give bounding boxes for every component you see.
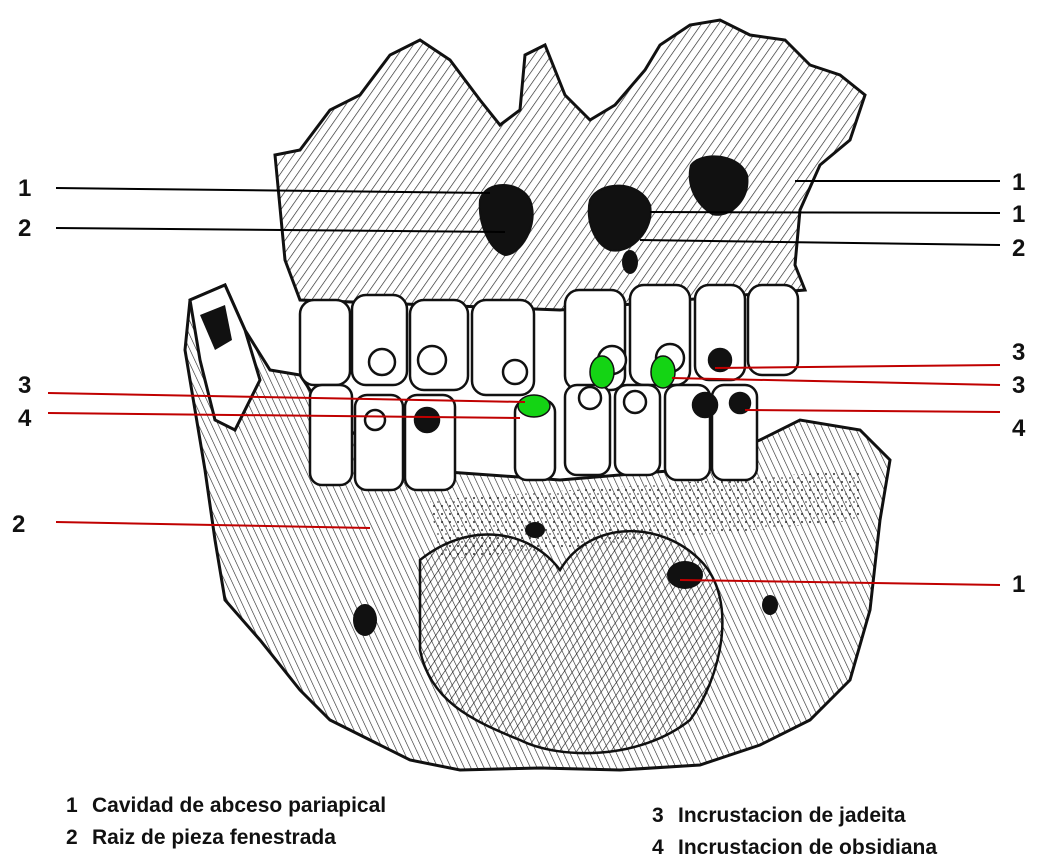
legend-right: 3 Incrustacion de jadeita 4 Incrustacion… xyxy=(652,800,937,864)
legend-text: Cavidad de abceso pariapical xyxy=(92,790,386,822)
jade-inlay xyxy=(590,356,614,388)
legend-number: 3 xyxy=(652,800,664,832)
leader-line xyxy=(745,410,1000,412)
leader-line xyxy=(650,212,1000,213)
legend-item: 4 Incrustacion de obsidiana xyxy=(652,832,937,864)
legend-item: 1 Cavidad de abceso pariapical xyxy=(66,790,386,822)
callout-label: 1 xyxy=(1012,169,1025,196)
callout-label: 3 xyxy=(1012,339,1025,366)
callout-label: 2 xyxy=(12,511,25,538)
callout-label: 3 xyxy=(18,372,31,399)
legend-text: Incrustacion de jadeita xyxy=(678,800,906,832)
legend-left: 1 Cavidad de abceso pariapical 2 Raiz de… xyxy=(66,790,386,854)
jade-inlay xyxy=(518,395,550,417)
legend-text: Incrustacion de obsidiana xyxy=(678,832,937,864)
callout-label: 4 xyxy=(18,405,32,432)
leader-line xyxy=(672,378,1000,385)
callout-label: 1 xyxy=(1012,201,1025,228)
callout-label: 2 xyxy=(18,215,31,242)
legend-item: 2 Raiz de pieza fenestrada xyxy=(66,822,386,854)
jade-inlay xyxy=(651,356,675,388)
legend-number: 1 xyxy=(66,790,78,822)
legend-text: Raiz de pieza fenestrada xyxy=(92,822,336,854)
legend-item: 3 Incrustacion de jadeita xyxy=(652,800,937,832)
legend-number: 4 xyxy=(652,832,664,864)
callout-label: 4 xyxy=(1012,415,1026,442)
callout-label: 1 xyxy=(1012,571,1025,598)
callout-label: 2 xyxy=(1012,235,1025,262)
callout-label: 3 xyxy=(1012,372,1025,399)
callout-label: 1 xyxy=(18,175,31,202)
legend-number: 2 xyxy=(66,822,78,854)
maxilla xyxy=(275,20,865,310)
